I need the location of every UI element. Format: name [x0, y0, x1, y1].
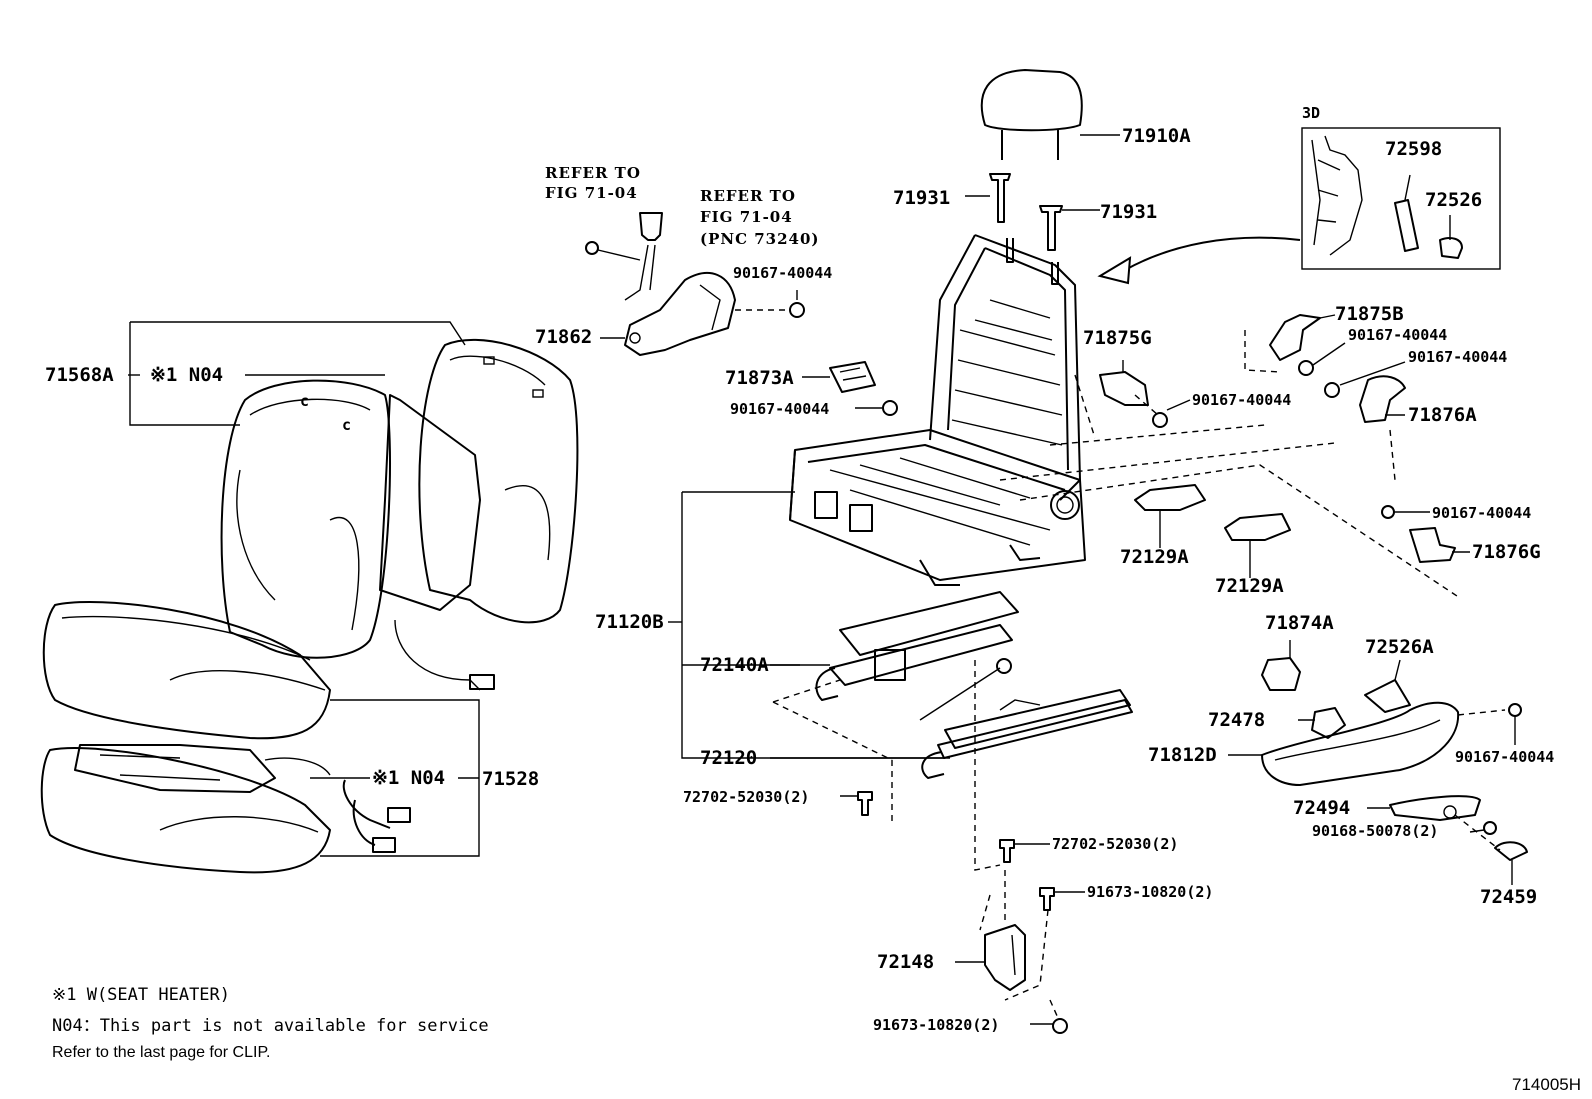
- refer-text-2-line2: FIG 71-04: [700, 208, 793, 226]
- bolt-91673-upper: [1039, 887, 1085, 911]
- headrest: [980, 69, 1120, 160]
- callout-71568A: 71568A: [45, 364, 114, 386]
- callout-71875G: 71875G: [1083, 327, 1152, 349]
- callout-72598: 72598: [1385, 138, 1442, 160]
- refer-text-2-line1: REFER TO: [700, 187, 796, 205]
- callout-71528: 71528: [482, 768, 539, 790]
- svg-text:c: c: [342, 416, 351, 434]
- seat-belt-buckle: [585, 212, 663, 301]
- callout-91673-upper: 91673-10820(2): [1087, 883, 1213, 901]
- inset-3d-label: 3D: [1302, 104, 1320, 122]
- callout-90167-mid: 90167-40044: [1192, 391, 1291, 409]
- callout-90167-right-b: 90167-40044: [1408, 348, 1507, 366]
- bolt-90167-mid: [1152, 412, 1168, 428]
- switch-71874A: [1261, 640, 1301, 691]
- bracket-71876G: [1409, 527, 1470, 563]
- callout-72148: 72148: [877, 951, 934, 973]
- bolt-72702-left: [840, 791, 873, 816]
- seat-back-cover-rear: [418, 338, 579, 624]
- headrest-support-right: [1039, 205, 1100, 251]
- seat-back-heater-panel: [379, 394, 495, 691]
- side-shield: [624, 271, 736, 356]
- callout-72702-left: 72702-52030(2): [683, 788, 809, 806]
- bracket-71876A: [1359, 375, 1406, 423]
- callout-90167-lower-right: 90167-40044: [1432, 504, 1531, 522]
- diagram-code: 714005H: [1512, 1075, 1581, 1094]
- bolt-90167-center: [882, 400, 898, 416]
- callout-72459: 72459: [1480, 886, 1537, 908]
- callout-71120B: 71120B: [595, 611, 664, 633]
- bolt-90167-upper: [735, 290, 805, 318]
- callout-72526: 72526: [1425, 189, 1482, 211]
- callout-90167-center: 90167-40044: [730, 400, 829, 418]
- cap-72459: [1494, 841, 1528, 885]
- side-cover-71812D: [1228, 701, 1460, 786]
- trim-72129A-left: [1134, 484, 1206, 548]
- seat-cushion-pad: [40, 747, 331, 874]
- callout-90167-lower-far-right: 90167-40044: [1455, 748, 1554, 766]
- svg-text:c: c: [300, 392, 309, 410]
- callout-72478: 72478: [1208, 709, 1265, 731]
- callout-72129A-right: 72129A: [1215, 575, 1284, 597]
- callout-90167-right-a: 90167-40044: [1348, 326, 1447, 344]
- callout-71910A: 71910A: [1122, 125, 1191, 147]
- callout-90168-50078: 90168-50078(2): [1312, 822, 1438, 840]
- callout-71876G: 71876G: [1472, 541, 1541, 563]
- refer-text-2-line3: (PNC 73240): [700, 230, 820, 248]
- seat-cushion-cover: [42, 601, 331, 740]
- trim-72129A-right: [1224, 513, 1291, 578]
- bracket-71875G: [1099, 360, 1149, 406]
- bracket-71875B: [1269, 314, 1336, 361]
- callout-72494: 72494: [1293, 797, 1350, 819]
- cover-72526A: [1364, 659, 1411, 713]
- lever-72494: [1367, 795, 1481, 821]
- note-n04: N04：This part is not available for servi…: [52, 1016, 489, 1036]
- callout-71931-right: 71931: [1100, 201, 1157, 223]
- seat-track-lower: [921, 689, 1133, 779]
- inset-pointer-arrow: [1097, 236, 1301, 285]
- callout-71876A: 71876A: [1408, 404, 1477, 426]
- seat-frame: [789, 234, 1086, 586]
- callout-71875B: 71875B: [1335, 303, 1404, 325]
- callout-71812D: 71812D: [1148, 744, 1217, 766]
- callout-71862: 71862: [535, 326, 592, 348]
- note-clip: Refer to the last page for CLIP.: [52, 1044, 271, 1061]
- callout-71874A: 71874A: [1265, 612, 1334, 634]
- bolt-91673-lower: [1052, 1018, 1068, 1034]
- callout-90167-upper: 90167-40044: [733, 264, 832, 282]
- callout-71873A: 71873A: [725, 367, 794, 389]
- callout-72129A-left: 72129A: [1120, 546, 1189, 568]
- bracket-72148: [955, 924, 1026, 991]
- knob-72478: [1298, 707, 1346, 739]
- bolt-72702-right: [999, 839, 1050, 863]
- seat-cushion-heater: [74, 744, 411, 853]
- seat-back-cover-front: c c: [220, 379, 391, 659]
- callout-71931-left: 71931: [893, 187, 950, 209]
- refer-text-1-line1: REFER TO: [545, 164, 641, 182]
- callout-star1-n04-lower: ※1 N04: [372, 767, 445, 789]
- callout-72140A: 72140A: [700, 654, 769, 676]
- inset-3d: [1301, 127, 1501, 270]
- callout-star1-n04-upper: ※1 N04: [150, 364, 223, 386]
- seat-track-upper: [815, 591, 1019, 701]
- note-seat-heater: ※1 W(SEAT HEATER): [52, 985, 230, 1005]
- refer-text-1-line2: FIG 71-04: [545, 184, 638, 202]
- callout-91673-lower: 91673-10820(2): [873, 1016, 999, 1034]
- callout-72120: 72120: [700, 747, 757, 769]
- callout-72526A: 72526A: [1365, 636, 1434, 658]
- headrest-support-left: [965, 173, 1011, 223]
- callout-72702-right: 72702-52030(2): [1052, 835, 1178, 853]
- bracket-71873A: [802, 361, 876, 393]
